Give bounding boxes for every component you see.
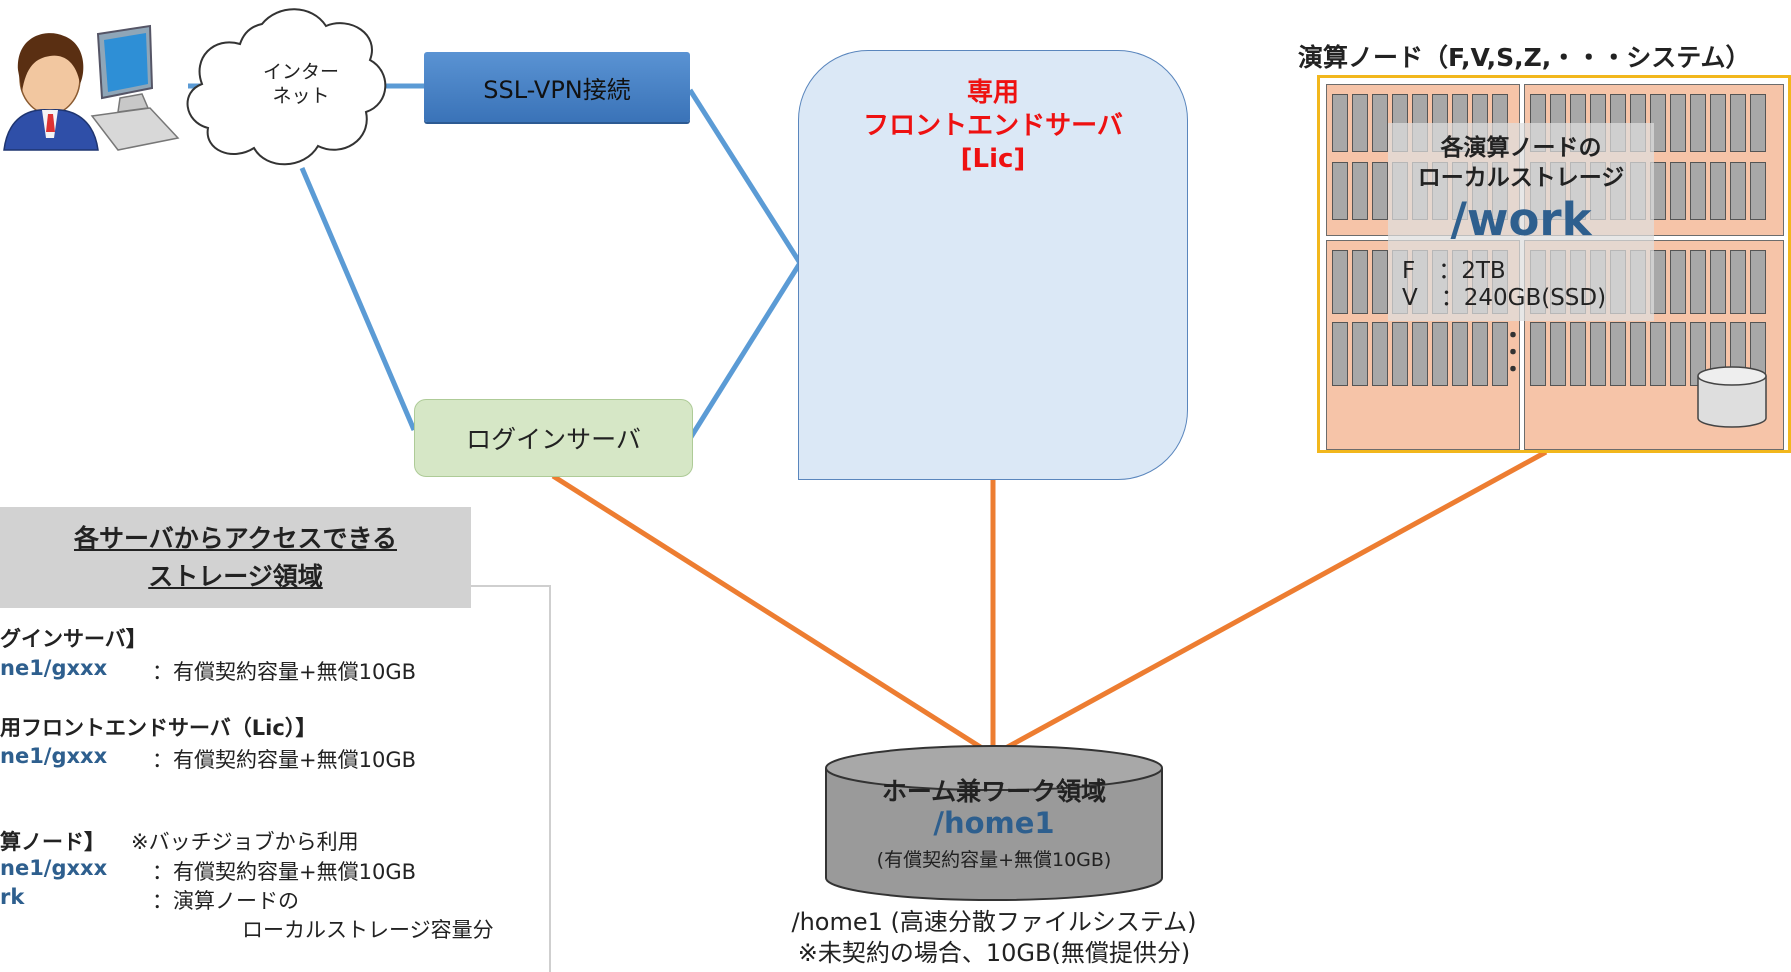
panel-compute-desc1: ：有償契約容量+無償10GB [152,860,416,884]
compute-blade [1670,94,1686,152]
compute-blade [1412,322,1428,386]
compute-blade [1432,322,1448,386]
compute-blade [1332,162,1348,220]
panel-login-title: グインサーバ】 [0,627,147,651]
home-storage-capacity: (有償契約容量+無償10GB) [876,849,1112,871]
local-storage-line2: ローカルストレージ [1417,165,1625,191]
compute-blade [1452,322,1468,386]
panel-compute-desc2: ：演算ノードの [152,889,299,913]
compute-blade [1352,322,1368,386]
home-storage-cylinder-icon [825,745,1163,901]
home-caption: /home1 (高速分散ファイルシステム) ※未契約の場合、10GB(無償提供分… [720,907,1268,969]
panel-frontend-desc: ：有償契約容量+無償10GB [152,748,416,772]
internet-label-line1: インター [262,61,339,83]
local-storage-line1: 各演算ノードの [1440,135,1602,161]
compute-blade [1332,322,1348,386]
panel-compute-note: ※バッチジョブから利用 [131,830,359,854]
internet-label: インター ネット [236,60,366,108]
compute-blade [1690,94,1706,152]
frontend-server: 専用 フロントエンドサーバ [Lic] [798,50,1188,480]
compute-blade [1690,162,1706,220]
login-server-label: ログインサーバ [466,425,641,454]
compute-blade [1372,162,1388,220]
compute-blade [1670,162,1686,220]
compute-blade [1352,94,1368,152]
link-login-frontend [688,261,803,439]
compute-blade [1610,322,1626,386]
frontend-line3: [Lic] [960,144,1026,174]
compute-blade [1630,322,1646,386]
link-compute-home [991,449,1548,758]
compute-blade [1372,322,1388,386]
compute-blade [1372,94,1388,152]
compute-blade [1730,94,1746,152]
user-computer-icon [3,24,180,151]
compute-blade [1550,322,1566,386]
link-vpn-frontend [687,88,803,265]
compute-blade [1710,250,1726,314]
home-storage-path: /home1 [933,806,1055,840]
link-internet-login [299,167,417,431]
login-server: ログインサーバ [414,399,693,477]
local-storage-overlay [1388,123,1654,321]
compute-blade [1372,250,1388,314]
internet-cloud-icon [186,8,387,166]
work-path: /work [1450,193,1592,246]
compute-blade [1730,250,1746,314]
panel-compute-title: 算ノード】 [0,830,105,854]
compute-blade [1590,322,1606,386]
local-disk-icon [1697,366,1767,428]
compute-blade [1332,250,1348,314]
compute-blade [1332,94,1348,152]
compute-blade [1352,162,1368,220]
compute-blade [1750,250,1766,314]
ssl-vpn-label: SSL-VPN接続 [483,75,631,104]
compute-blade [1730,162,1746,220]
compute-blade [1710,94,1726,152]
compute-blade [1472,322,1488,386]
frontend-line2: フロントエンドサーバ [863,111,1123,141]
compute-ellipsis: ・ ・ ・ [1502,324,1525,383]
compute-blade [1650,322,1666,386]
compute-blade [1750,162,1766,220]
compute-blade [1352,250,1368,314]
compute-blade [1690,250,1706,314]
panel-login-path: ne1/gxxx [0,656,108,680]
compute-blade [1670,250,1686,314]
panel-login-desc: ：有償契約容量+無償10GB [152,660,416,684]
ssl-vpn-connection: SSL-VPN接続 [424,52,690,122]
home-caption-line1: /home1 (高速分散ファイルシステム) [791,908,1197,936]
panel-compute-desc3: ローカルストレージ容量分 [242,918,494,942]
internet-label-line2: ネット [272,85,330,107]
storage-panel-header-line1: 各サーバからアクセスできる [73,523,397,553]
link-login-home [551,473,995,758]
storage-panel-header: 各サーバからアクセスできる ストレージ領域 [0,507,471,608]
frontend-line1: 専用 [966,78,1019,108]
spec-f: F ：2TB [1402,258,1506,284]
compute-blade [1570,322,1586,386]
home-storage-label: ホーム兼ワーク領域 [881,777,1107,806]
compute-blade [1392,322,1408,386]
compute-nodes-title: 演算ノード（F,V,S,Z,・・・システム） [1298,43,1751,72]
compute-blade [1530,322,1546,386]
compute-blade [1492,322,1508,386]
home-caption-line2: ※未契約の場合、10GB(無償提供分) [797,939,1191,967]
spec-v: V ：240GB(SSD) [1402,285,1607,311]
panel-frontend-path: ne1/gxxx [0,744,108,768]
panel-compute-path2: rk [0,885,25,909]
compute-blade [1750,94,1766,152]
panel-compute-path1: ne1/gxxx [0,856,108,880]
compute-blade [1670,322,1686,386]
compute-nodes-box: 各演算ノードの ローカルストレージ /work F ：2TB V ：240GB(… [1317,75,1791,453]
frontend-server-title: 専用 フロントエンドサーバ [Lic] [799,77,1187,176]
panel-frontend-title: 用フロントエンドサーバ（Lic）】 [0,716,317,740]
compute-blade [1710,162,1726,220]
storage-panel-header-line2: ストレージ領域 [148,561,323,591]
